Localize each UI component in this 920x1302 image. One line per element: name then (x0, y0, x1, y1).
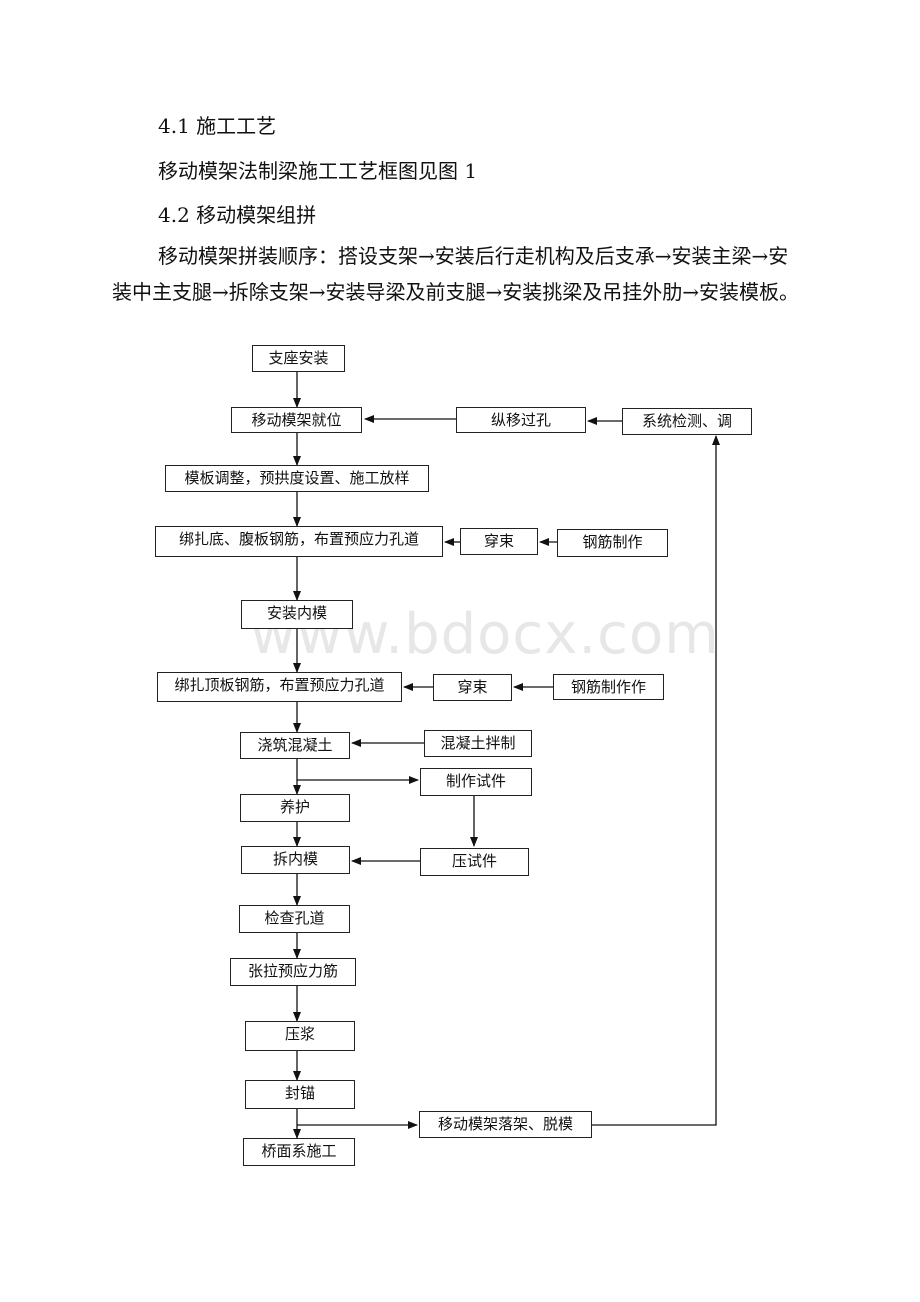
node-mix-concrete: 混凝土拌制 (424, 730, 532, 757)
node-curing: 养护 (240, 794, 350, 822)
node-grouting: 压浆 (245, 1021, 355, 1051)
node-inner-mold-install: 安装内模 (241, 600, 353, 629)
node-rebar-fabrication-2: 钢筋制作作 (553, 674, 664, 700)
node-formwork-in-place: 移动模架就位 (231, 407, 362, 433)
node-longitudinal-move: 纵移过孔 (456, 407, 586, 433)
figure-reference-text: 移动模架法制梁施工工艺框图见图 1 (158, 159, 478, 183)
node-deck-system: 桥面系施工 (243, 1138, 355, 1166)
node-rebar-fabrication-1: 钢筋制作 (557, 529, 668, 557)
node-thread-tendon-1: 穿束 (460, 528, 538, 555)
node-system-check: 系统检测、调 (622, 408, 752, 435)
node-anchor-seal: 封锚 (245, 1080, 355, 1109)
node-check-duct: 检查孔道 (239, 905, 350, 933)
node-formwork-adjust: 模板调整，预拱度设置、施工放样 (165, 465, 429, 492)
section-heading-4-2: 4.2 移动模架组拼 (158, 203, 317, 227)
node-tension-tendons: 张拉预应力筋 (230, 958, 356, 986)
node-formwork-lowering: 移动模架落架、脱模 (419, 1111, 592, 1138)
node-make-specimen: 制作试件 (420, 768, 532, 796)
section-heading-4-1: 4.1 施工工艺 (158, 114, 277, 138)
node-remove-inner-mold: 拆内模 (241, 846, 350, 874)
assembly-sequence-paragraph: 移动模架拼装顺序：搭设支架→安装后行走机构及后支承→安装主梁→安装中主支腿→拆除… (112, 244, 800, 304)
node-pour-concrete: 浇筑混凝土 (240, 732, 350, 759)
node-thread-tendon-2: 穿束 (433, 674, 512, 701)
node-tie-bottom-web-rebar: 绑扎底、腹板钢筋，布置预应力孔道 (155, 526, 443, 557)
node-tie-top-slab-rebar: 绑扎顶板钢筋，布置预应力孔道 (157, 672, 402, 702)
node-press-specimen: 压试件 (420, 848, 529, 876)
node-bearing-install: 支座安装 (252, 345, 345, 372)
